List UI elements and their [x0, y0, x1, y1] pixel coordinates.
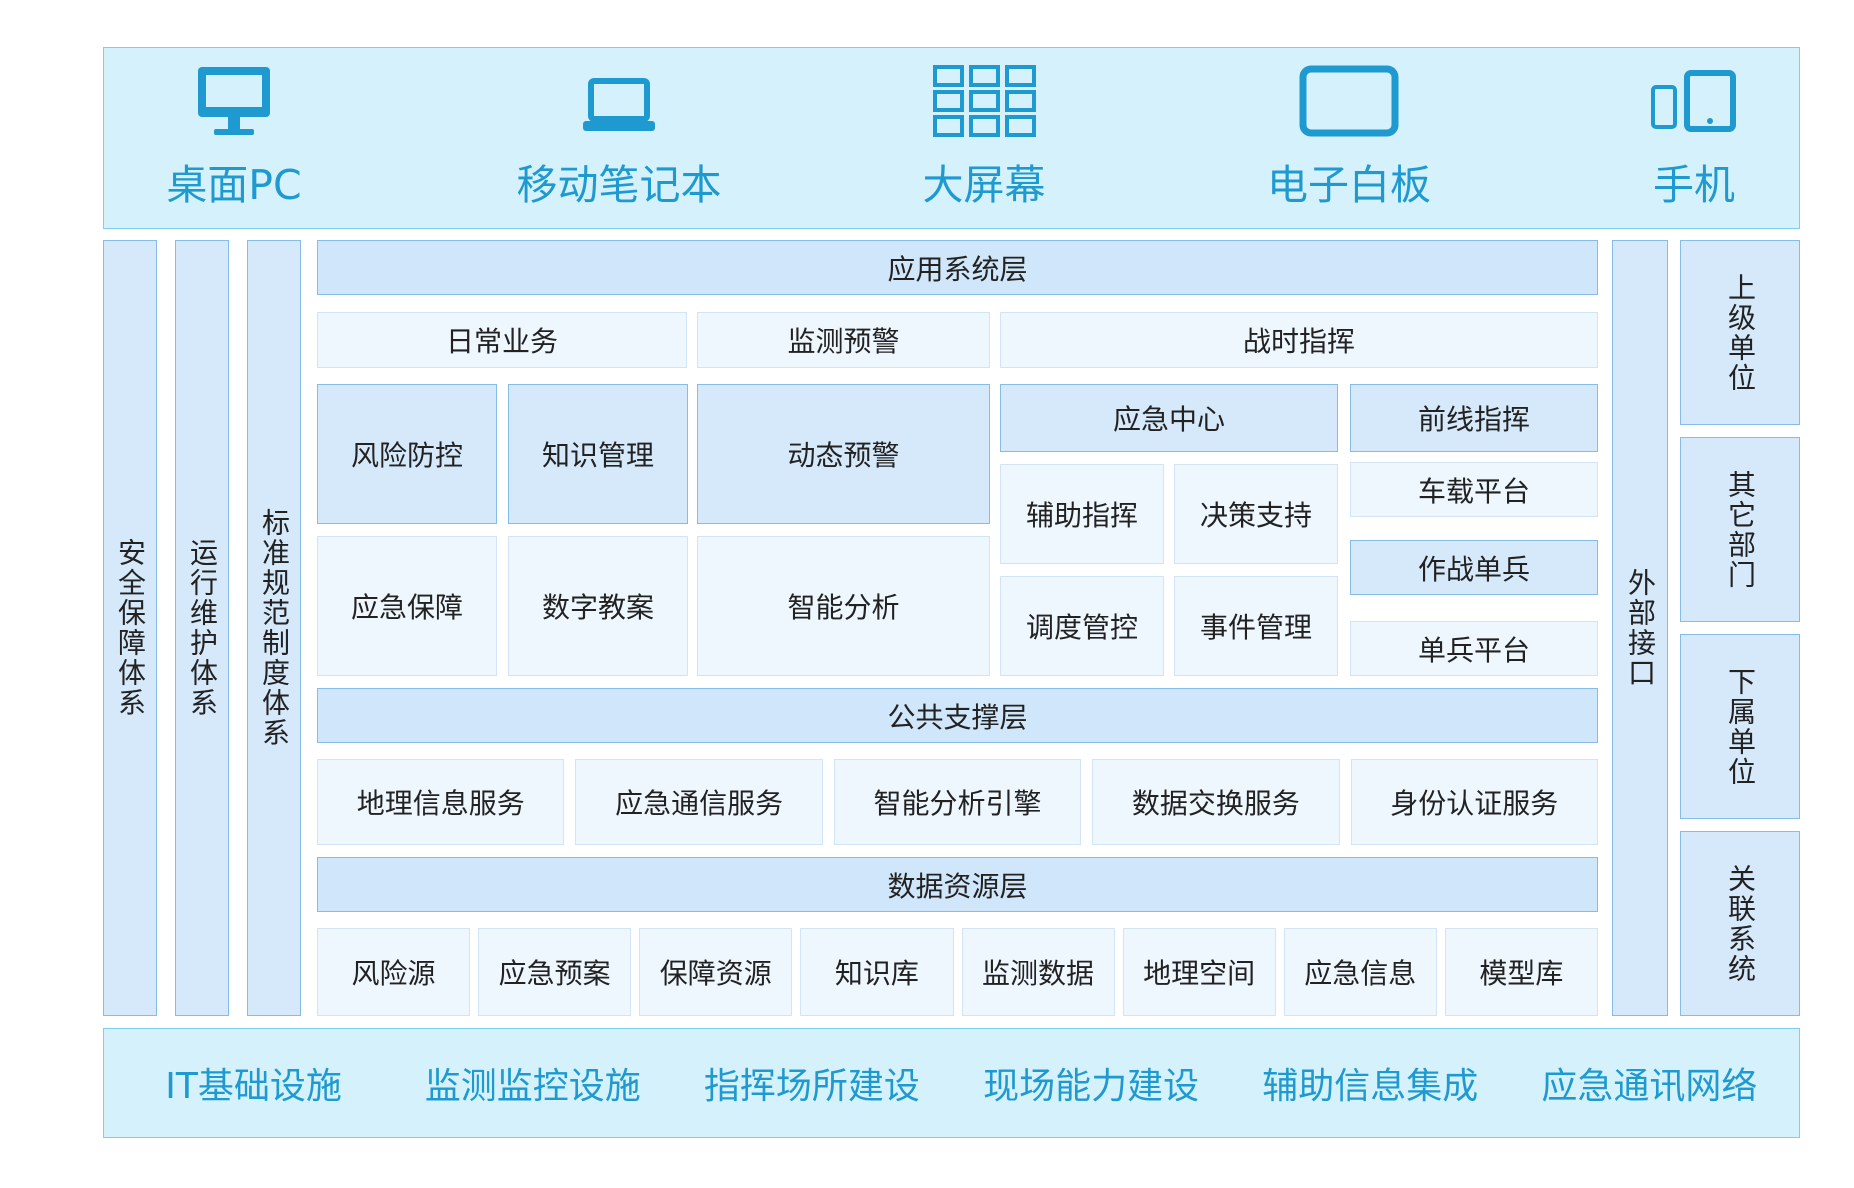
support-item: 智能分析引擎	[833, 759, 1082, 845]
app-knowledge-mgmt: 知识管理	[508, 384, 688, 524]
desktop-monitor-icon	[198, 67, 270, 135]
pillar-standards: 标准规范制度体系	[247, 240, 301, 1016]
device-whiteboard: 电子白板	[1234, 48, 1464, 228]
infrastructure-item: 现场能力建设	[983, 1066, 1200, 1107]
device-pc: 桌面PC	[124, 48, 344, 228]
video-wall-icon	[933, 65, 1036, 137]
infrastructure-item: 应急通讯网络	[1541, 1066, 1758, 1107]
data-item: 应急信息	[1283, 928, 1437, 1016]
laptop-icon	[583, 78, 655, 131]
infrastructure-band: IT基础设施 监测监控设施 指挥场所建设 现场能力建设 辅助信息集成 应急通讯网络	[103, 1028, 1800, 1138]
external-unit: 下属单位	[1680, 634, 1800, 819]
pillar-operations: 运行维护体系	[175, 240, 229, 1016]
external-unit: 上级单位	[1680, 240, 1800, 425]
support-item: 应急通信服务	[575, 759, 823, 845]
external-unit: 其它部门	[1680, 437, 1800, 622]
app-decision-support: 决策支持	[1174, 464, 1338, 564]
device-laptop-label: 移动笔记本	[516, 161, 722, 209]
data-item: 模型库	[1444, 928, 1598, 1016]
phone-tablet-icon	[1651, 70, 1736, 132]
app-vehicle-platform: 车载平台	[1350, 462, 1598, 517]
external-interface: 外部接口	[1612, 240, 1668, 1016]
device-whiteboard-label: 电子白板	[1267, 161, 1431, 209]
app-frontline-command: 前线指挥	[1350, 384, 1598, 452]
data-item: 风险源	[317, 928, 471, 1016]
devices-band: 桌面PC 移动笔记本 大屏幕 电子白板 手机	[103, 47, 1800, 229]
device-big-screen: 大屏幕	[884, 48, 1084, 228]
device-laptop: 移动笔记本	[499, 48, 739, 228]
app-dynamic-warning: 动态预警	[697, 384, 990, 524]
app-emergency-center: 应急中心	[1000, 384, 1338, 452]
app-wartime-command: 战时指挥	[1000, 312, 1598, 368]
device-pc-label: 桌面PC	[166, 161, 302, 209]
infrastructure-item: IT基础设施	[165, 1066, 342, 1107]
app-risk-control: 风险防控	[317, 384, 497, 524]
app-digital-plan: 数字教案	[508, 536, 688, 676]
app-aux-command: 辅助指挥	[1000, 464, 1164, 564]
external-unit: 关联系统	[1680, 831, 1800, 1016]
data-item: 保障资源	[639, 928, 793, 1016]
device-big-screen-label: 大屏幕	[922, 161, 1046, 209]
data-item: 知识库	[800, 928, 954, 1016]
app-dispatch-control: 调度管控	[1000, 576, 1164, 676]
data-item: 地理空间	[1122, 928, 1276, 1016]
app-combat-soldier: 作战单兵	[1350, 540, 1598, 595]
data-layer-header: 数据资源层	[317, 857, 1598, 912]
app-event-mgmt: 事件管理	[1174, 576, 1338, 676]
infrastructure-item: 监测监控设施	[424, 1066, 641, 1107]
infrastructure-item: 辅助信息集成	[1262, 1066, 1479, 1107]
data-item: 监测数据	[961, 928, 1115, 1016]
pillar-security: 安全保障体系	[103, 240, 157, 1016]
app-soldier-platform: 单兵平台	[1350, 621, 1598, 676]
support-item: 身份认证服务	[1350, 759, 1598, 845]
support-item: 地理信息服务	[317, 759, 565, 845]
app-monitoring-warning: 监测预警	[697, 312, 990, 368]
app-emergency-guarantee: 应急保障	[317, 536, 497, 676]
data-item: 应急预案	[478, 928, 632, 1016]
app-smart-analysis: 智能分析	[697, 536, 990, 676]
support-layer-header: 公共支撑层	[317, 688, 1598, 743]
support-item: 数据交换服务	[1092, 759, 1340, 845]
tablet-icon	[1299, 65, 1399, 137]
app-layer-header: 应用系统层	[317, 240, 1598, 295]
infrastructure-item: 指挥场所建设	[703, 1066, 920, 1107]
app-daily-business: 日常业务	[317, 312, 687, 368]
device-phone: 手机	[1594, 48, 1794, 228]
device-phone-label: 手机	[1653, 161, 1735, 209]
